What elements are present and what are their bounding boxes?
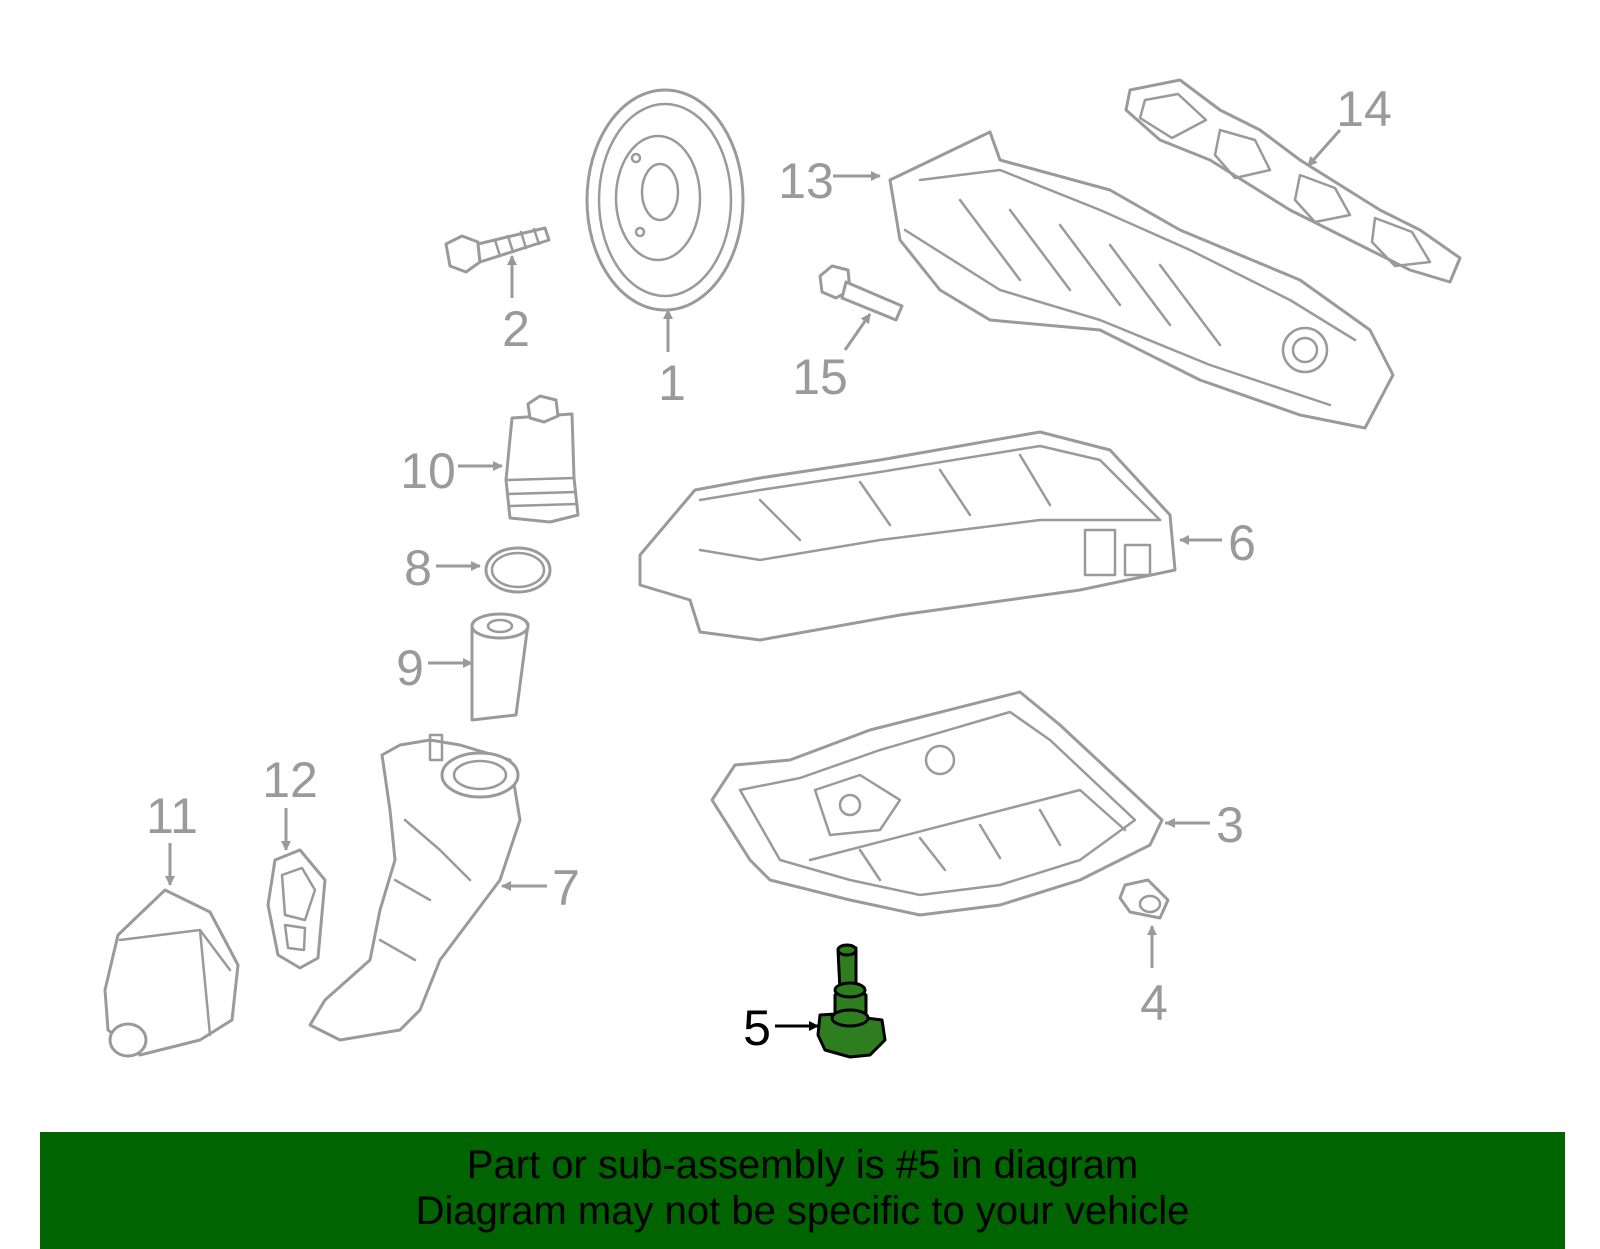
callout-2: 2 [502,301,530,357]
part-9-filter[interactable] [470,612,530,722]
part-13-manifold[interactable] [888,130,1395,430]
part-5-highlighted[interactable] [816,943,887,1059]
callout-12: 12 [262,752,318,808]
callout-15: 15 [792,349,848,405]
callout-3: 3 [1216,797,1244,853]
callout-9: 9 [396,640,424,696]
leader-lines [165,129,1342,1031]
part-6-upper-oil-pan[interactable] [638,430,1177,642]
callout-labels: 1 2 3 4 5 6 7 8 9 10 11 12 13 14 15 [146,81,1392,1056]
part-7-filter-housing[interactable] [308,733,522,1042]
part-1-pulley[interactable] [585,88,745,312]
part-12-gasket[interactable] [266,848,327,970]
banner-line-1: Part or sub-assembly is #5 in diagram [466,1143,1139,1187]
part-2-bolt[interactable] [444,226,551,274]
callout-8: 8 [404,540,432,596]
part-15-bolt[interactable] [818,264,904,322]
callout-10: 10 [400,443,456,499]
part-3-lower-oil-pan[interactable] [710,690,1164,917]
part-10-filter-cap[interactable] [504,394,580,524]
callout-4: 4 [1140,975,1168,1031]
callout-11: 11 [146,788,198,844]
part-8-oring[interactable] [484,546,552,594]
callout-1: 1 [658,355,686,411]
banner-line-2: Diagram may not be specific to your vehi… [415,1189,1190,1233]
callout-6: 6 [1228,515,1256,571]
part-14-gasket[interactable] [1124,78,1462,284]
callout-7: 7 [552,860,580,916]
part-11-oil-cooler[interactable] [103,888,240,1058]
callout-13: 13 [778,153,834,209]
info-banner: Part or sub-assembly is #5 in diagram Di… [40,1132,1565,1249]
part-4-drain-plug[interactable] [1118,878,1170,920]
callout-5: 5 [743,1000,771,1056]
callout-14: 14 [1336,81,1392,137]
